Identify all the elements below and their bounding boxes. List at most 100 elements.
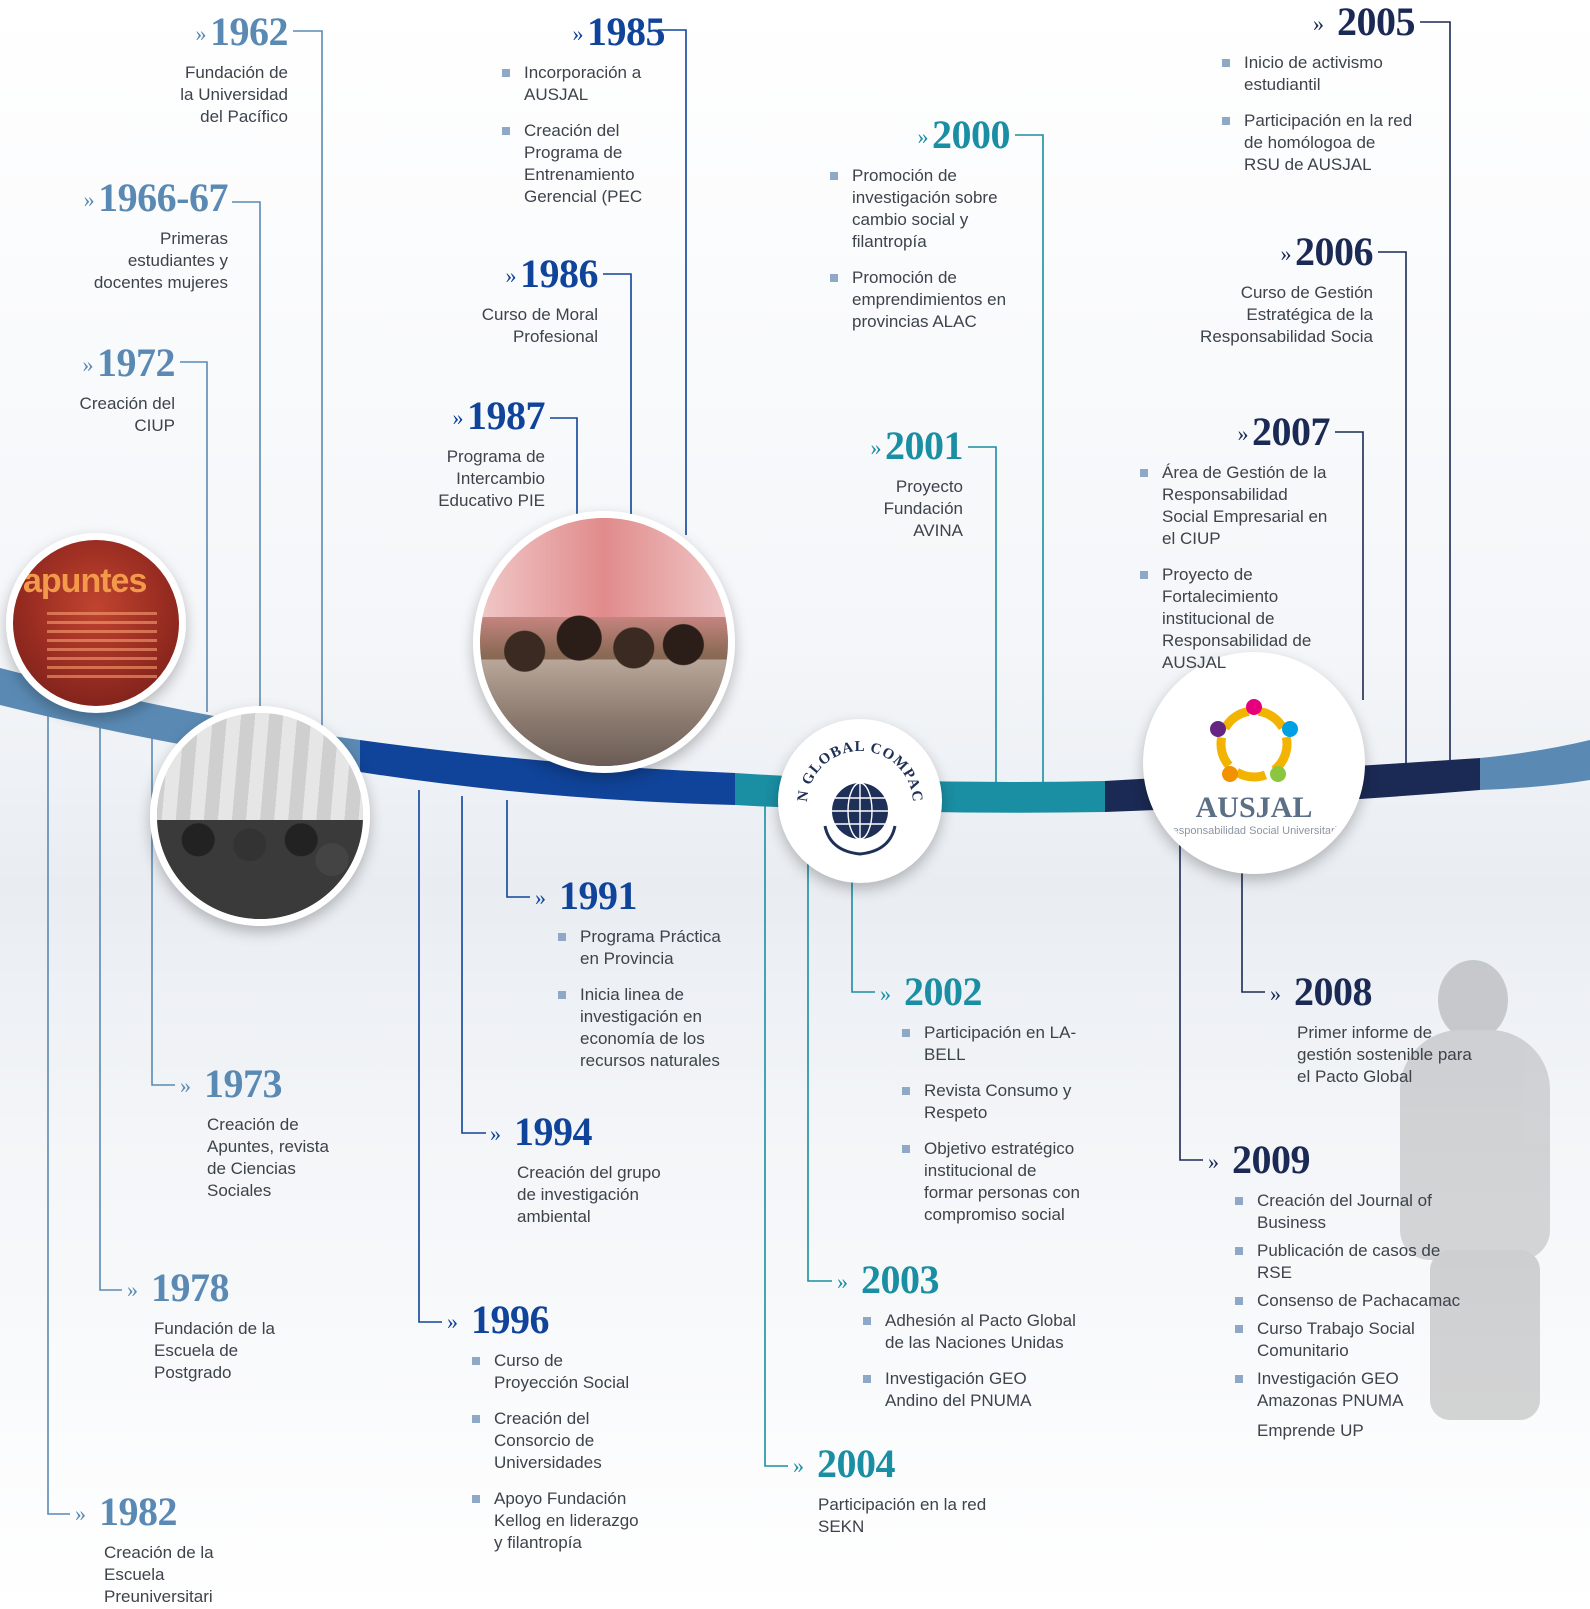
event-2009: » 2009 Creación del Journal of Business … (1208, 1140, 1468, 1456)
event-1962: »1962 Fundación de la Universidad del Pa… (100, 12, 288, 128)
event-year: » 2004 (793, 1441, 896, 1486)
event-description: Creación de Apuntes, revista de Ciencias… (207, 1115, 329, 1200)
event-item: Inicio de activismo estudiantil (1222, 52, 1415, 96)
chevron-right-icon: » (1280, 241, 1292, 266)
event-item: Programa Práctica en Provincia (558, 926, 735, 970)
event-item: Publicación de casos de RSE (1235, 1240, 1468, 1284)
event-item: Consenso de Pachacamac (1235, 1290, 1468, 1312)
event-year: » 2005 (1313, 0, 1416, 44)
event-year: »2007 (1237, 409, 1331, 454)
event-description: Fundación de la Universidad del Pacífico (180, 63, 288, 126)
chevron-right-icon: » (870, 435, 882, 460)
event-item: Investigación GEO Andino del PNUMA (863, 1368, 1077, 1412)
chevron-right-icon: » (917, 124, 929, 149)
event-description: Creación del CIUP (79, 394, 175, 435)
event-2006: »2006 Curso de Gestión Estratégica de la… (1170, 232, 1373, 348)
event-item: Promoción de investigación sobre cambio … (830, 165, 1010, 253)
event-description: Participación en la red SEKN (818, 1495, 987, 1536)
event-item: Curso de Proyección Social (472, 1350, 647, 1394)
event-description: Curso de Gestión Estratégica de la Respo… (1200, 283, 1373, 346)
event-item: Creación del Consorcio de Universidades (472, 1408, 647, 1474)
event-year: » 1996 (447, 1297, 550, 1342)
event-year: »2001 (870, 423, 964, 468)
event-2003: » 2003 Adhesión al Pacto Global de las N… (837, 1260, 1077, 1426)
event-year: » 1973 (180, 1061, 283, 1106)
chevron-right-icon: » (83, 187, 95, 212)
event-description: Proyecto Fundación AVINA (883, 477, 963, 540)
event-description: Primeras estudiantes y docentes mujeres (93, 229, 228, 292)
background-person-image (1390, 960, 1580, 1430)
event-item: Curso Trabajo Social Comunitario (1235, 1318, 1468, 1362)
event-item: Participación en LA-BELL (902, 1022, 1085, 1066)
event-year: »1962 (195, 9, 289, 54)
chevron-right-icon: » (837, 1269, 848, 1294)
event-description: Creación de la Escuela Preuniversitari (104, 1543, 214, 1606)
event-item: Revista Consumo y Respeto (902, 1080, 1085, 1124)
chevron-right-icon: » (880, 981, 891, 1006)
event-year: » 1978 (127, 1265, 230, 1310)
event-year: » 1994 (490, 1109, 593, 1154)
historic-group-photo (150, 706, 370, 926)
event-2004: » 2004 Participación en la red SEKN (793, 1444, 1003, 1538)
event-year: »1987 (452, 393, 546, 438)
ausjal-logo: AUSJAL Responsabilidad Social Universita… (1143, 652, 1365, 874)
event-year: » 1982 (75, 1489, 178, 1534)
chevron-right-icon: » (82, 352, 94, 377)
chevron-right-icon: » (447, 1309, 458, 1334)
group-photo (473, 511, 735, 773)
event-1973: » 1973 Creación de Apuntes, revista de C… (180, 1064, 330, 1202)
event-description: Primer informe de gestión sostenible par… (1297, 1023, 1472, 1086)
event-1987: »1987 Programa de Intercambio Educativo … (400, 396, 545, 512)
event-item: Inicia linea de investigación en economí… (558, 984, 735, 1072)
event-2005: » 2005 Inicio de activismo estudiantil P… (1222, 0, 1416, 190)
event-item: Proyecto de Fortalecimiento instituciona… (1140, 564, 1330, 674)
event-item: Emprende UP (1257, 1421, 1364, 1440)
event-item: Participación en la red de homólogoa de … (1222, 110, 1415, 176)
event-1991: » 1991 Programa Práctica en Provincia In… (535, 876, 735, 1086)
chevron-right-icon: » (505, 263, 517, 288)
event-1985: »1985 Incorporación a AUSJAL Creación de… (500, 9, 666, 222)
event-2008: » 2008 Primer informe de gestión sosteni… (1270, 972, 1485, 1088)
event-year: »2006 (1280, 229, 1374, 274)
event-1996: » 1996 Curso de Proyección Social Creaci… (447, 1300, 647, 1568)
event-year: » 2008 (1270, 969, 1373, 1014)
event-item: Investigación GEO Amazonas PNUMA (1235, 1368, 1468, 1412)
event-item: Creación del Journal of Business (1235, 1190, 1468, 1234)
event-year: » 1991 (535, 873, 638, 918)
event-year: » 2003 (837, 1257, 940, 1302)
event-year: »1972 (82, 340, 176, 385)
chevron-right-icon: » (127, 1277, 138, 1302)
event-description: Creación del grupo de investigación ambi… (517, 1163, 661, 1226)
event-year: »1985 (572, 9, 666, 54)
event-2007: »2007 Área de Gestión de la Responsabili… (1140, 409, 1331, 688)
event-item: Apoyo Fundación Kellog en liderazgo y fi… (472, 1488, 647, 1554)
chevron-right-icon: » (1208, 1149, 1219, 1174)
event-description: Fundación de la Escuela de Postgrado (154, 1319, 275, 1382)
chevron-right-icon: » (452, 405, 464, 430)
apuntes-photo: apuntes (6, 533, 186, 713)
ausjal-name: AUSJAL (1195, 791, 1313, 824)
event-1994: » 1994 Creación del grupo de investigaci… (490, 1112, 680, 1228)
event-item: Promoción de emprendimientos en provinci… (830, 267, 1010, 333)
event-year: » 2009 (1208, 1137, 1311, 1182)
event-2001: »2001 Proyecto Fundación AVINA (830, 423, 964, 542)
event-item: Adhesión al Pacto Global de las Naciones… (863, 1310, 1077, 1354)
chevron-right-icon: » (75, 1501, 86, 1526)
event-item: Área de Gestión de la Responsabilidad So… (1140, 462, 1330, 550)
event-description: Programa de Intercambio Educativo PIE (438, 447, 545, 510)
event-1966-67: »1966-67 Primeras estudiantes y docentes… (40, 178, 229, 294)
event-description: Curso de Moral Profesional (481, 305, 598, 346)
chevron-right-icon: » (535, 885, 546, 910)
chevron-right-icon: » (793, 1453, 804, 1478)
event-year: » 2002 (880, 969, 983, 1014)
event-item: Incorporación a AUSJAL (502, 62, 665, 106)
chevron-right-icon: » (1237, 421, 1249, 446)
event-1982: » 1982 Creación de la Escuela Preunivers… (75, 1492, 225, 1608)
event-2000: »2000 Promoción de investigación sobre c… (830, 112, 1011, 347)
event-1978: » 1978 Fundación de la Escuela de Postgr… (127, 1268, 277, 1384)
event-year: »2000 (917, 112, 1011, 157)
event-item: Creación del Programa de Entrenamiento G… (502, 120, 665, 208)
event-1972: »1972 Creación del CIUP (20, 340, 176, 437)
event-year: »1986 (505, 251, 599, 296)
chevron-right-icon: » (572, 21, 584, 46)
